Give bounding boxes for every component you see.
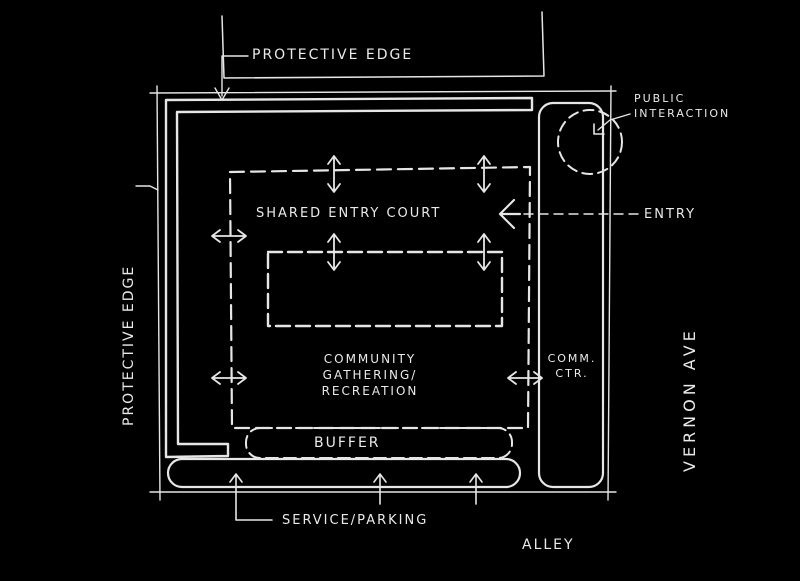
label-buffer: BUFFER bbox=[314, 435, 381, 451]
protective-edge-top-leader bbox=[214, 55, 249, 101]
adjacent-building bbox=[221, 11, 545, 79]
protective-edge-band bbox=[164, 96, 534, 459]
shared-court-outline bbox=[228, 165, 532, 430]
service-parking-arrows bbox=[229, 473, 483, 521]
service-parking-area bbox=[166, 457, 522, 489]
label-protective-edge-top: PROTECTIVE EDGE bbox=[252, 47, 414, 63]
circulation-arrows bbox=[211, 155, 543, 385]
label-community-gathering: COMMUNITY GATHERING/ RECREATION bbox=[321, 352, 419, 399]
label-entry: ENTRY bbox=[644, 207, 697, 222]
community-center-block bbox=[537, 101, 605, 489]
site-boundary bbox=[149, 85, 617, 501]
public-interaction-circle bbox=[557, 109, 623, 175]
label-public-interaction: PUBLIC INTERACTION bbox=[634, 92, 731, 120]
label-shared-entry-court: SHARED ENTRY COURT bbox=[256, 206, 442, 221]
label-protective-edge-left: PROTECTIVE EDGE bbox=[121, 264, 137, 426]
inner-building-block bbox=[266, 250, 504, 328]
protective-edge-left-leader bbox=[135, 185, 159, 191]
entry-arrow bbox=[498, 198, 522, 230]
label-service-parking: SERVICE/PARKING bbox=[282, 513, 429, 528]
public-interaction-leader bbox=[597, 113, 631, 131]
label-vernon-ave: VERNON AVE bbox=[680, 327, 699, 472]
label-alley: ALLEY bbox=[522, 537, 575, 553]
label-comm-ctr: COMM. CTR. bbox=[547, 352, 597, 380]
public-interaction-arrow bbox=[593, 123, 605, 135]
